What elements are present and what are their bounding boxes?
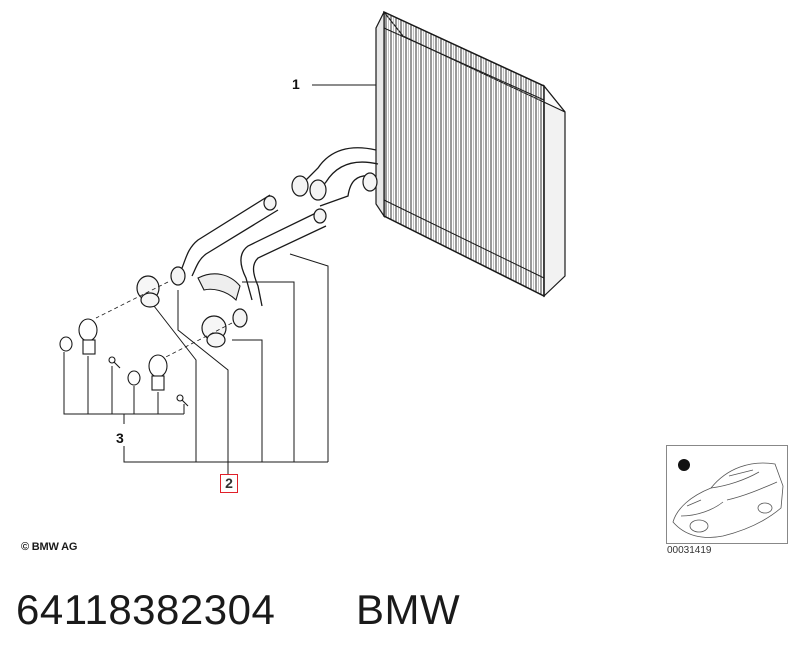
copyright-notice: © BMW AG	[21, 541, 78, 553]
car-outline-icon	[672, 462, 784, 538]
brand-name: BMW	[356, 586, 461, 633]
flange-seals	[136, 275, 227, 348]
callout-part-3: 3	[116, 430, 124, 446]
callout-part-2-highlighted[interactable]: 2	[220, 474, 238, 493]
black-dot-icon	[678, 459, 690, 471]
callout-2-leaders	[123, 253, 329, 474]
callout-3-leaders	[63, 352, 185, 424]
pipe-bracket	[197, 273, 241, 302]
callout-part-1: 1	[292, 76, 300, 92]
small-parts-set	[59, 318, 189, 407]
diagram-number: 00031419	[667, 545, 712, 556]
vehicle-thumbnail	[666, 445, 788, 544]
heater-core	[375, 10, 566, 298]
pipe-fittings	[170, 172, 378, 328]
part-number: 64118382304	[16, 586, 276, 633]
